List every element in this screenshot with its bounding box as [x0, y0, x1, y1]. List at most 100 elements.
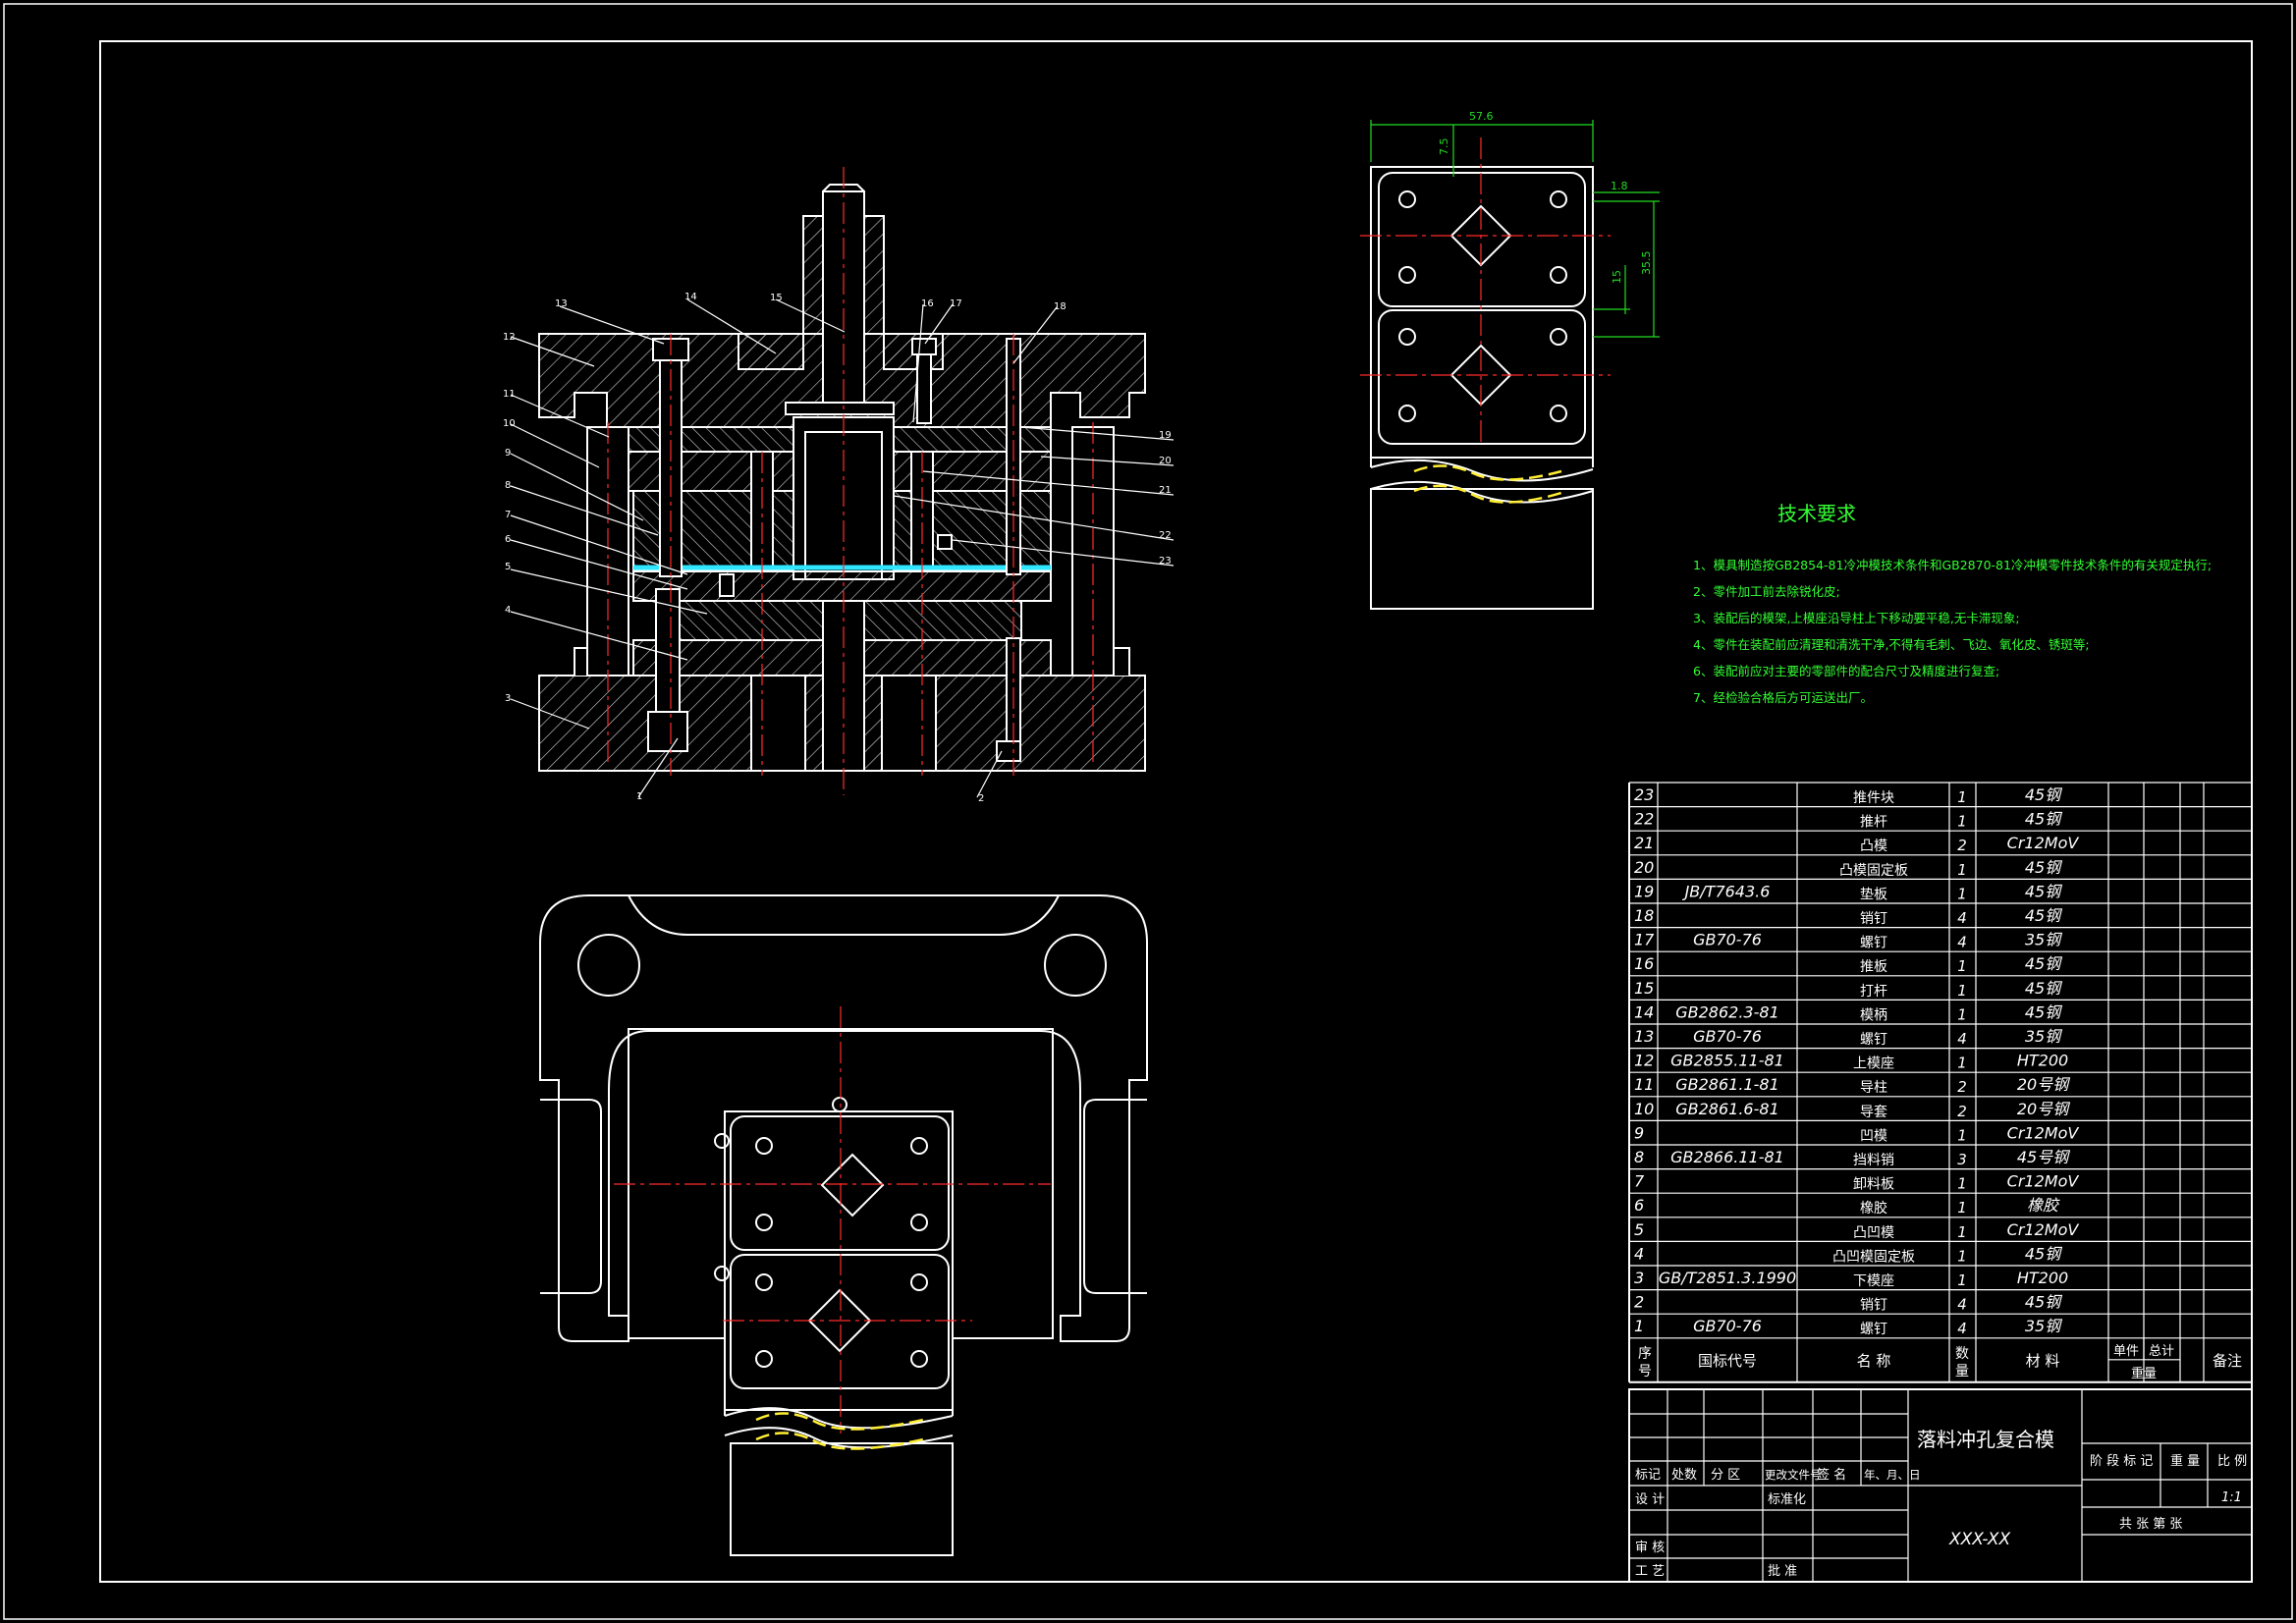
bom-row-19-no: 19 [1634, 882, 1654, 900]
bom-row-10-name: 导套 [1860, 1105, 1887, 1120]
bom-row-8-name: 挡料销 [1853, 1153, 1894, 1168]
bom-row-6-no: 6 [1634, 1196, 1644, 1215]
bom-row-11-name: 导柱 [1860, 1080, 1887, 1096]
balloon-15: 15 [770, 293, 783, 303]
bom-row-12-no: 12 [1634, 1052, 1654, 1070]
balloon-9: 9 [505, 448, 511, 459]
bom-row-7-mat: Cr12MoV [2007, 1172, 2080, 1191]
part-dimensions [1370, 120, 1660, 338]
bom-row-20-name: 凸模固定板 [1839, 863, 1908, 879]
bom-row-21-mat: Cr12MoV [2007, 834, 2080, 852]
bom-row-8-mat: 45号钢 [2017, 1148, 2070, 1166]
bom-row-20-qty: 1 [1957, 861, 1967, 879]
bom-row-1-mat: 35钢 [2025, 1317, 2062, 1335]
bom-row-21-name: 凸模 [1860, 839, 1887, 854]
rev-docno: 更改文件号 [1765, 1468, 1822, 1482]
label-approve: 批 准 [1768, 1564, 1797, 1579]
bom-row-10-qty: 2 [1957, 1103, 1967, 1120]
tech-title: 技术要求 [1777, 502, 1856, 525]
balloon-6: 6 [505, 534, 511, 545]
bom-row-16-qty: 1 [1957, 957, 1967, 975]
bom-row-4-name: 凸凹模固定板 [1832, 1249, 1915, 1265]
bom-row-15-no: 15 [1634, 979, 1654, 998]
bom-header-qty: 数 [1955, 1346, 1969, 1362]
balloon-7: 7 [505, 510, 511, 520]
guide-bore-left [577, 934, 640, 997]
bom-header-total: 总计 [2149, 1344, 2174, 1359]
bom-row-5-name: 凸凹模 [1853, 1225, 1894, 1241]
bom-row-4-qty: 1 [1957, 1247, 1967, 1265]
bom-row-14-std: GB2862.3-81 [1675, 1002, 1779, 1021]
bom-row-5-mat: Cr12MoV [2007, 1220, 2080, 1239]
bom-row-14-no: 14 [1634, 1002, 1654, 1021]
bom-row-19-mat: 45钢 [2025, 882, 2062, 900]
bom-row-17-mat: 35钢 [2025, 931, 2062, 949]
bom-row-17-qty: 4 [1957, 934, 1967, 951]
bom-row-12-name: 上模座 [1853, 1056, 1894, 1072]
balloon-19: 19 [1159, 430, 1172, 441]
bom-row-14-qty: 1 [1957, 1005, 1967, 1023]
bom-row-2-mat: 45钢 [2025, 1293, 2062, 1312]
bom-row-13-name: 螺钉 [1860, 1032, 1887, 1048]
balloon-23: 23 [1159, 556, 1172, 567]
bom-row-10-std: GB2861.6-81 [1675, 1100, 1779, 1118]
part-dimension-text: 57.6 7.5 1.8 15 35.5 [1438, 110, 1653, 284]
bom-row-1-qty: 4 [1957, 1320, 1967, 1337]
balloon-22: 22 [1159, 530, 1172, 541]
balloon-14: 14 [684, 292, 697, 302]
bom-row-9-qty: 1 [1957, 1126, 1967, 1144]
bom-row-19-name: 垫板 [1860, 887, 1887, 902]
bom-row-1-no: 1 [1634, 1317, 1644, 1335]
title-block-text: 落料冲孔复合模 XXX-XX 标记 处数 分 区 更改文件号 签 名 年、月、日… [1635, 1428, 2247, 1579]
bom-row-15-mat: 45钢 [2025, 979, 2062, 998]
balloon-12: 12 [503, 332, 516, 343]
label-check: 审 核 [1635, 1541, 1665, 1555]
bom-row-11-std: GB2861.1-81 [1675, 1075, 1779, 1094]
bom-row-18-qty: 4 [1957, 909, 1967, 927]
bom-header-name: 名 称 [1857, 1352, 1891, 1370]
bom-header-no: 序 [1638, 1346, 1652, 1362]
bom-row-20-no: 20 [1634, 858, 1654, 877]
bom-row-3-std: GB/T2851.3.1990 [1659, 1269, 1796, 1287]
drawing-name: 落料冲孔复合模 [1917, 1428, 2054, 1451]
bom-row-21-no: 21 [1634, 834, 1654, 852]
tech-item-6: 7、经检验合格后方可运送出厂。 [1693, 690, 1873, 705]
title-block [1628, 1388, 2253, 1583]
label-scale: 比 例 [2217, 1454, 2247, 1469]
bom-row-8-std: GB2866.11-81 [1670, 1148, 1784, 1166]
bom-row-9-no: 9 [1634, 1123, 1644, 1142]
bom-row-13-no: 13 [1634, 1027, 1654, 1046]
bom-row-3-name: 下模座 [1853, 1273, 1894, 1289]
bom-row-6-qty: 1 [1957, 1199, 1967, 1217]
balloon-20: 20 [1159, 456, 1172, 466]
balloon-4: 4 [505, 605, 511, 616]
dim-overall: 35.5 [1640, 251, 1653, 276]
rev-count: 处数 [1671, 1468, 1697, 1483]
part-strip-view [1370, 166, 1594, 610]
bom-row-3-no: 3 [1634, 1269, 1644, 1287]
balloon-8: 8 [505, 480, 511, 491]
bom-row-7-no: 7 [1634, 1172, 1645, 1191]
tech-item-4: 4、零件在装配前应清理和清洗干净,不得有毛刺、飞边、氧化皮、锈斑等; [1693, 637, 2090, 652]
bom-row-5-qty: 1 [1957, 1223, 1967, 1241]
bom-row-1-std: GB70-76 [1693, 1317, 1762, 1335]
balloon-5: 5 [505, 562, 511, 572]
balloon-11: 11 [503, 389, 516, 400]
bom-row-16-no: 16 [1634, 954, 1654, 973]
balloon-leaders [510, 298, 1175, 798]
bom-row-12-std: GB2855.11-81 [1670, 1052, 1784, 1070]
bom-row-7-qty: 1 [1957, 1175, 1967, 1193]
bom-row-17-std: GB70-76 [1693, 931, 1762, 949]
bom-row-23-no: 23 [1634, 785, 1654, 804]
part-centerlines [1360, 137, 1611, 442]
bom-row-6-name: 橡胶 [1860, 1200, 1887, 1217]
bom-row-18-name: 销钉 [1860, 911, 1887, 927]
bom-row-13-mat: 35钢 [2025, 1027, 2062, 1046]
bom-row-22-no: 22 [1634, 810, 1654, 829]
balloon-13: 13 [555, 298, 568, 309]
section-balloons: 1 2 3 4 5 6 7 8 9 10 11 12 13 14 15 16 1… [503, 292, 1172, 804]
balloon-17: 17 [950, 298, 962, 309]
tech-item-3: 3、装配后的模架,上模座沿导柱上下移动要平稳,无卡滞现象; [1693, 611, 2020, 625]
